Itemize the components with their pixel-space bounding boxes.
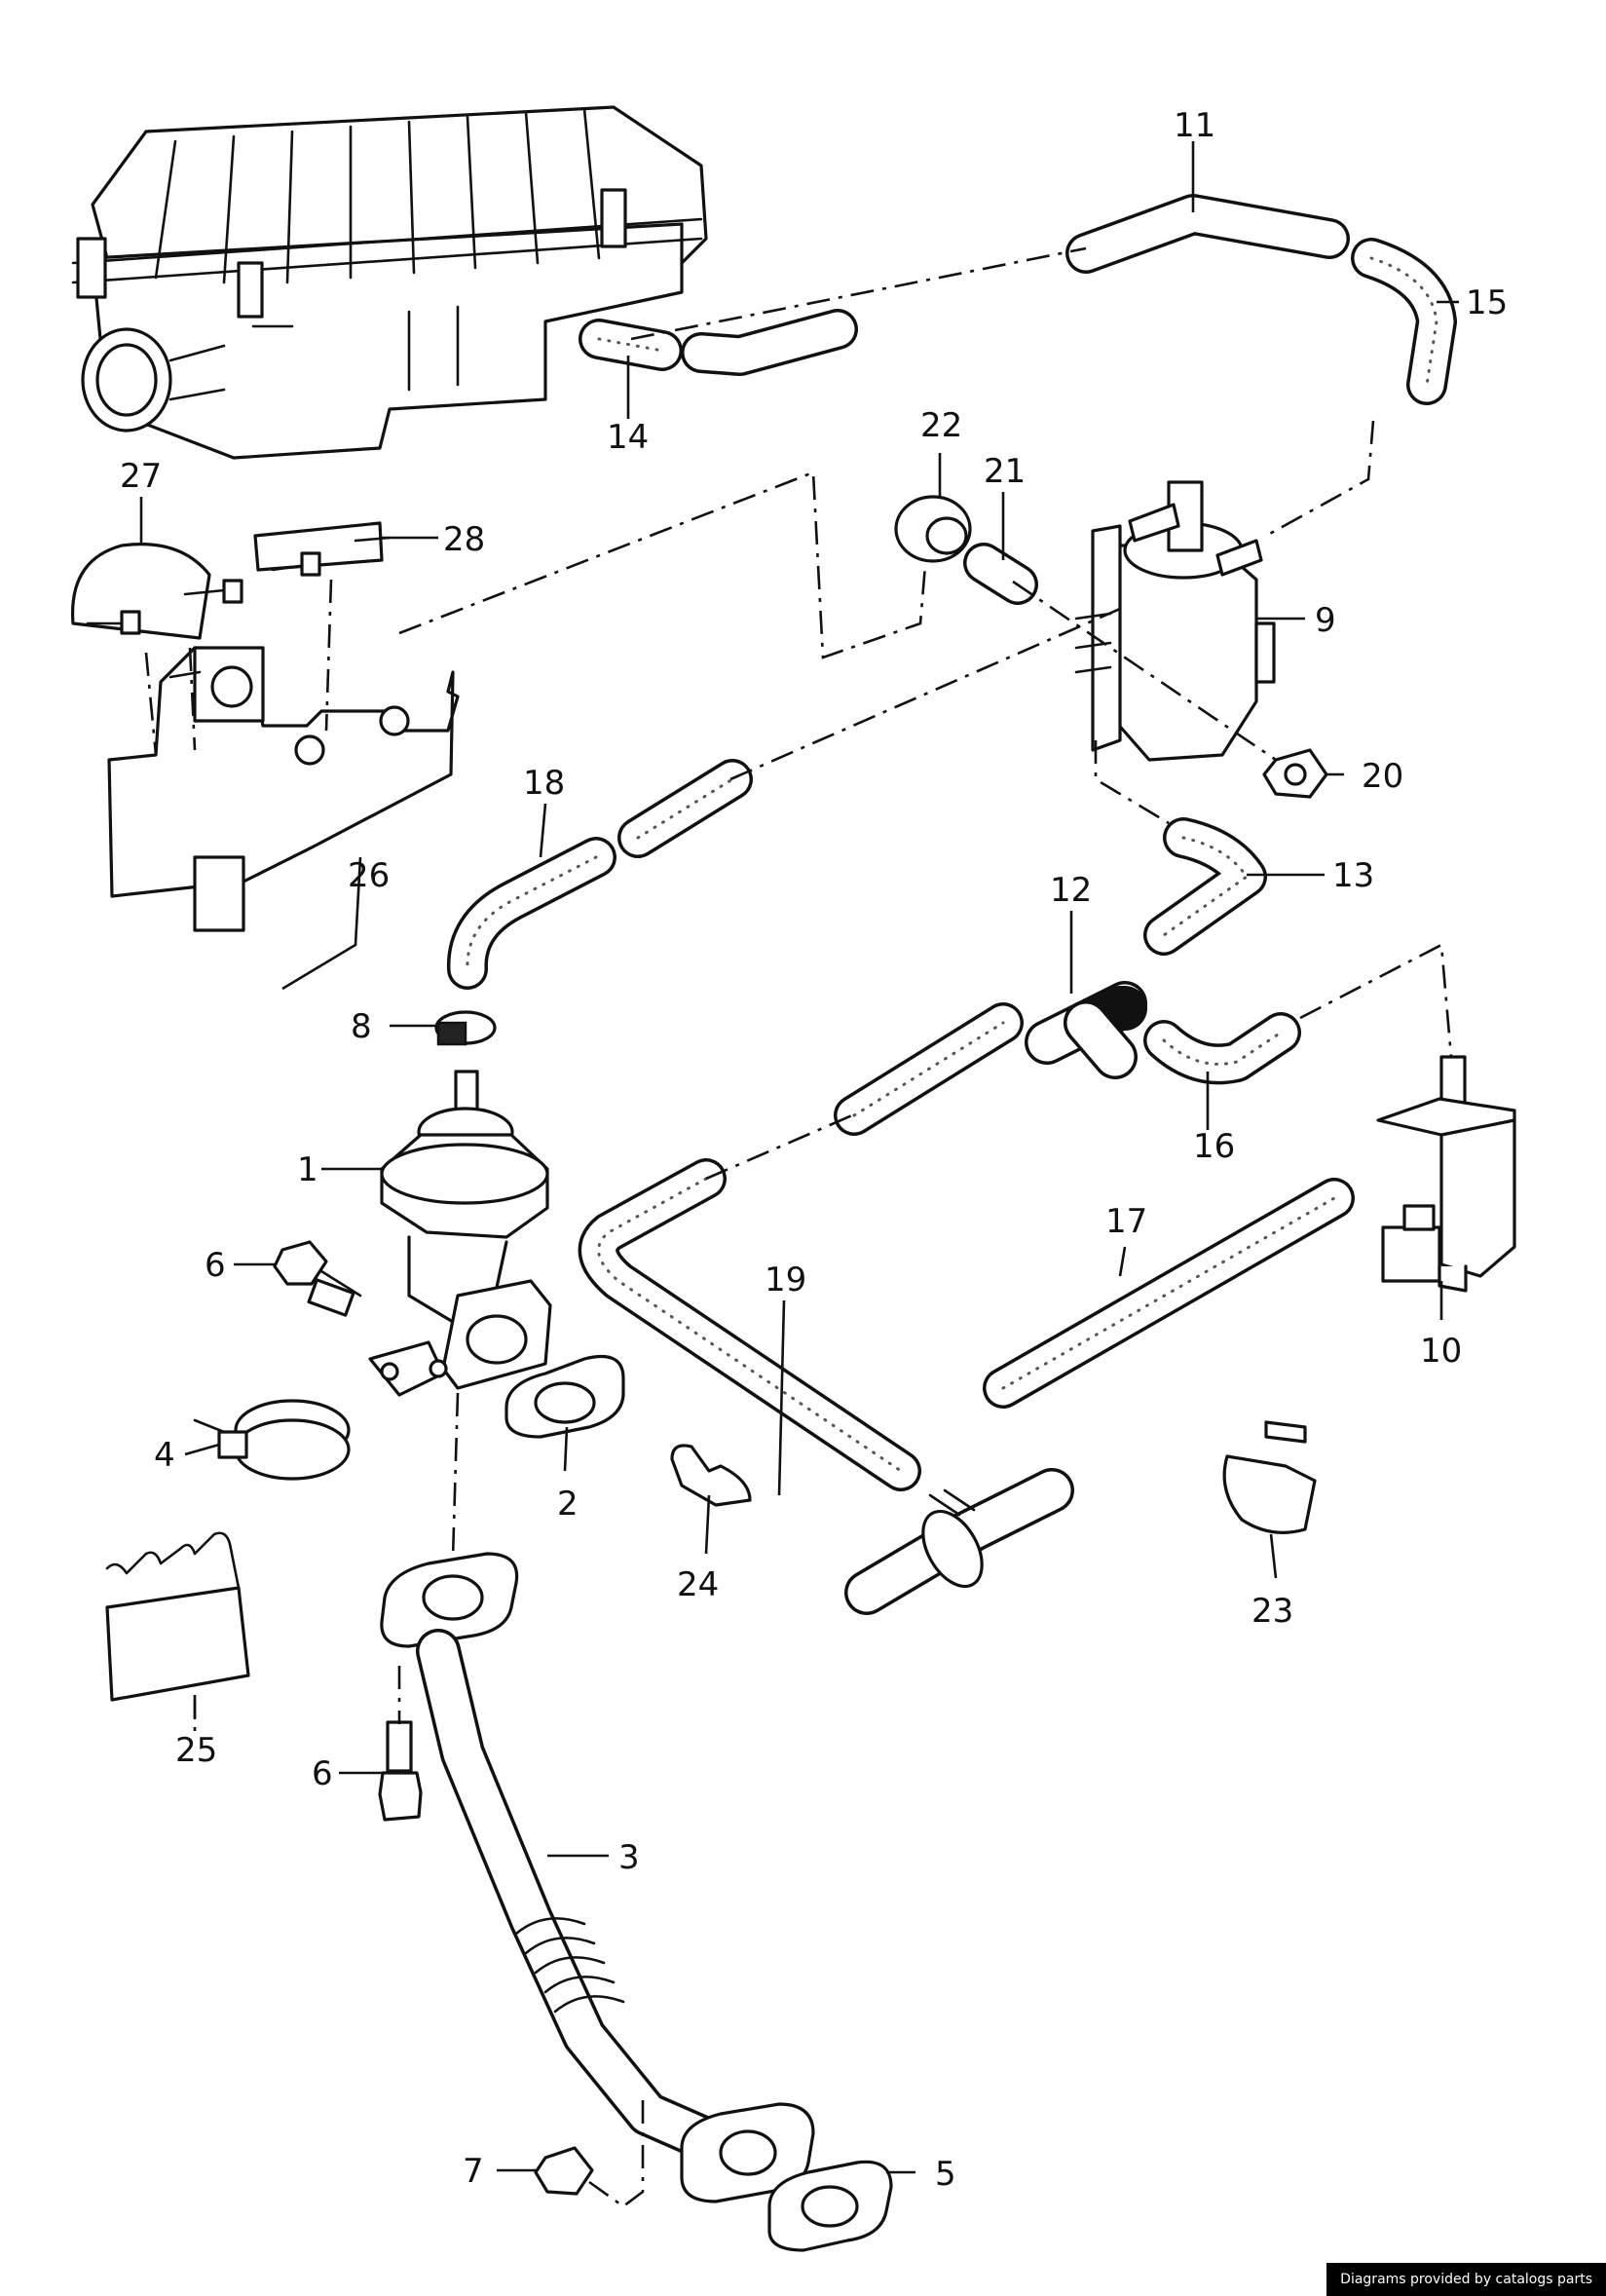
callout-3: 3: [618, 1838, 640, 1877]
callout-23: 23: [1251, 1592, 1293, 1631]
callout-25: 25: [175, 1731, 217, 1770]
callout-6-upper: 6: [205, 1246, 226, 1285]
callout-15: 15: [1466, 283, 1508, 322]
adapter-fitting: [844, 1468, 1074, 1615]
air-filter-housing: [71, 105, 708, 460]
callout-26: 26: [348, 856, 390, 895]
hose-17: [983, 1178, 1355, 1409]
plate-28: [253, 521, 384, 572]
gasket-2: [504, 1354, 625, 1439]
bolts: [86, 536, 392, 679]
nut-20: [1262, 748, 1328, 799]
connection-lines: [144, 246, 1453, 2208]
hose-19: [578, 1158, 921, 1491]
clip-25: [105, 1531, 250, 1702]
callout-4: 4: [154, 1436, 175, 1475]
callout-1: 1: [297, 1150, 318, 1189]
hose-18: [446, 759, 753, 990]
callout-6-lower: 6: [312, 1754, 333, 1793]
clip-24: [670, 1444, 752, 1507]
hose-upper-middle: [834, 1002, 1024, 1136]
rubber-grommet-22: [894, 495, 972, 563]
hose-11: [681, 194, 1350, 376]
tee-fitting-12: [1025, 981, 1147, 1079]
callout-27: 27: [120, 457, 162, 496]
callout-18: 18: [523, 764, 565, 803]
callout-13: 13: [1332, 856, 1374, 895]
callout-17: 17: [1105, 1202, 1147, 1241]
callout-22: 22: [920, 406, 962, 445]
hose-21: [963, 543, 1038, 605]
callout-11: 11: [1174, 106, 1215, 145]
callout-24: 24: [677, 1565, 719, 1604]
callout-21: 21: [984, 452, 1026, 491]
nut-7: [534, 2146, 594, 2196]
clip-23: [1222, 1420, 1317, 1534]
bolt-6-lower: [378, 1720, 423, 1822]
solenoid-valve-10: [1376, 1055, 1516, 1293]
callout-numbers: 11 15 14 22 21 27 28 9 20 18 26 13 12 8 …: [120, 106, 1508, 2194]
bolt-6-upper: [273, 1240, 362, 1317]
hose-14: [579, 319, 683, 371]
callout-28: 28: [443, 520, 485, 559]
callout-10: 10: [1420, 1332, 1462, 1371]
callout-5: 5: [935, 2155, 956, 2194]
hose-15: [1351, 238, 1457, 405]
callout-9: 9: [1315, 601, 1336, 640]
egr-valve-1: [368, 1070, 552, 1397]
callout-19: 19: [765, 1261, 806, 1299]
bracket-27: [70, 543, 211, 640]
gasket-5: [767, 2160, 893, 2252]
callout-14: 14: [607, 418, 649, 457]
leader-lines: [139, 141, 1459, 2174]
callout-20: 20: [1362, 757, 1403, 796]
egr-pipe-3: [380, 1552, 815, 2203]
callout-16: 16: [1193, 1127, 1235, 1166]
callout-8: 8: [351, 1007, 372, 1046]
diagram-credit: Diagrams provided by catalogs parts: [1326, 2263, 1606, 2296]
bracket-26: [107, 646, 460, 932]
callout-2: 2: [557, 1485, 579, 1524]
hose-clamp-4: [193, 1399, 351, 1481]
callout-7: 7: [463, 2152, 484, 2191]
hose-16: [1143, 1012, 1301, 1085]
hose-13: [1143, 817, 1267, 956]
hose-clamp-8: [434, 1010, 497, 1046]
callout-12: 12: [1050, 871, 1092, 910]
pressure-converter-9: [1074, 480, 1276, 762]
